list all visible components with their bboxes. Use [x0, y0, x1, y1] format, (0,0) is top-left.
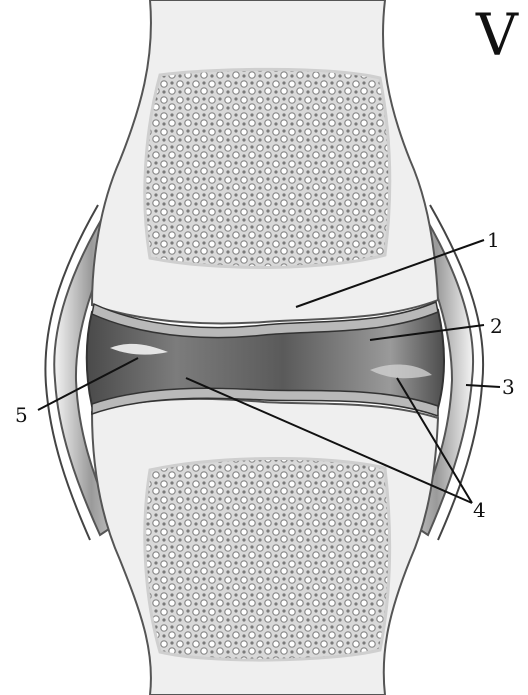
label-5: 5 [15, 403, 28, 427]
label-1: 1 [487, 228, 500, 252]
label-3: 3 [502, 375, 515, 399]
upper-spongy-bone [145, 69, 390, 267]
figure-title: V [475, 1, 519, 69]
label-4: 4 [473, 498, 486, 522]
label-2: 2 [490, 314, 503, 338]
lower-spongy-bone [145, 458, 390, 660]
